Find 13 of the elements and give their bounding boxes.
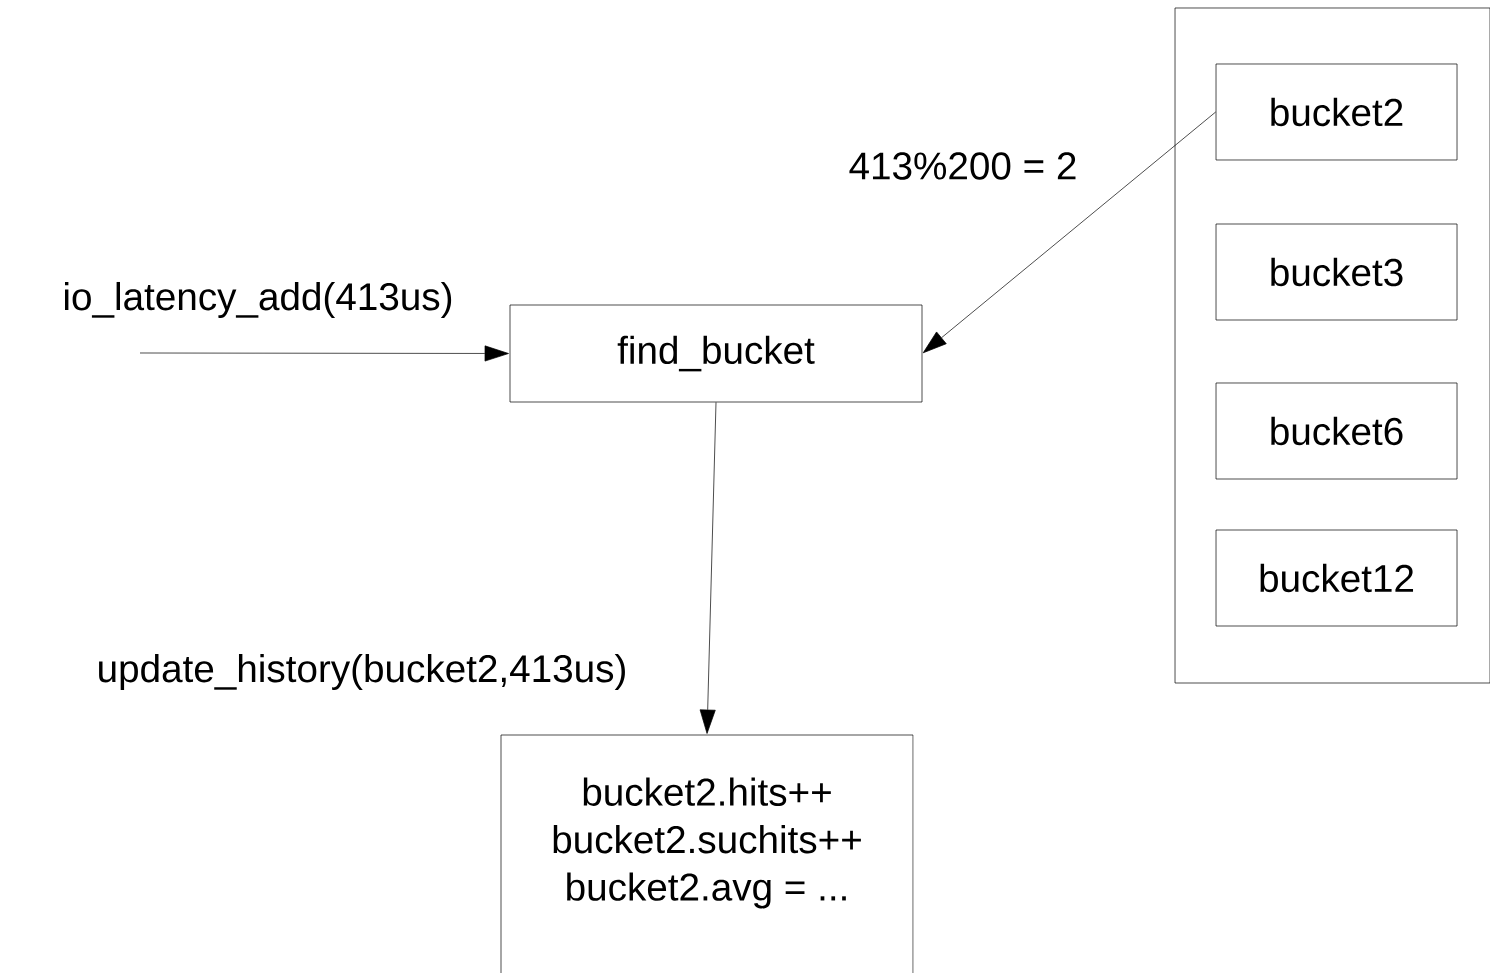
edge-label: update_history(bucket2,413us): [94, 652, 630, 692]
edge-label: 413%200 = 2: [846, 150, 1080, 182]
bucket-box: bucket2: [1215, 63, 1458, 161]
panel: [1174, 7, 1490, 684]
process-box: find_bucket: [509, 304, 923, 403]
arrow: [139, 345, 509, 362]
bucket-box: bucket12: [1215, 529, 1458, 627]
bucket-box: bucket3: [1215, 223, 1458, 321]
code-box: bucket2.hits++ bucket2.suchits++ bucket2.avg = ...: [500, 734, 914, 973]
arrow: [922, 111, 1216, 354]
edge-label: io_latency_add(413us): [60, 280, 456, 320]
arrow: [699, 402, 717, 734]
bucket-box: bucket6: [1215, 382, 1458, 480]
